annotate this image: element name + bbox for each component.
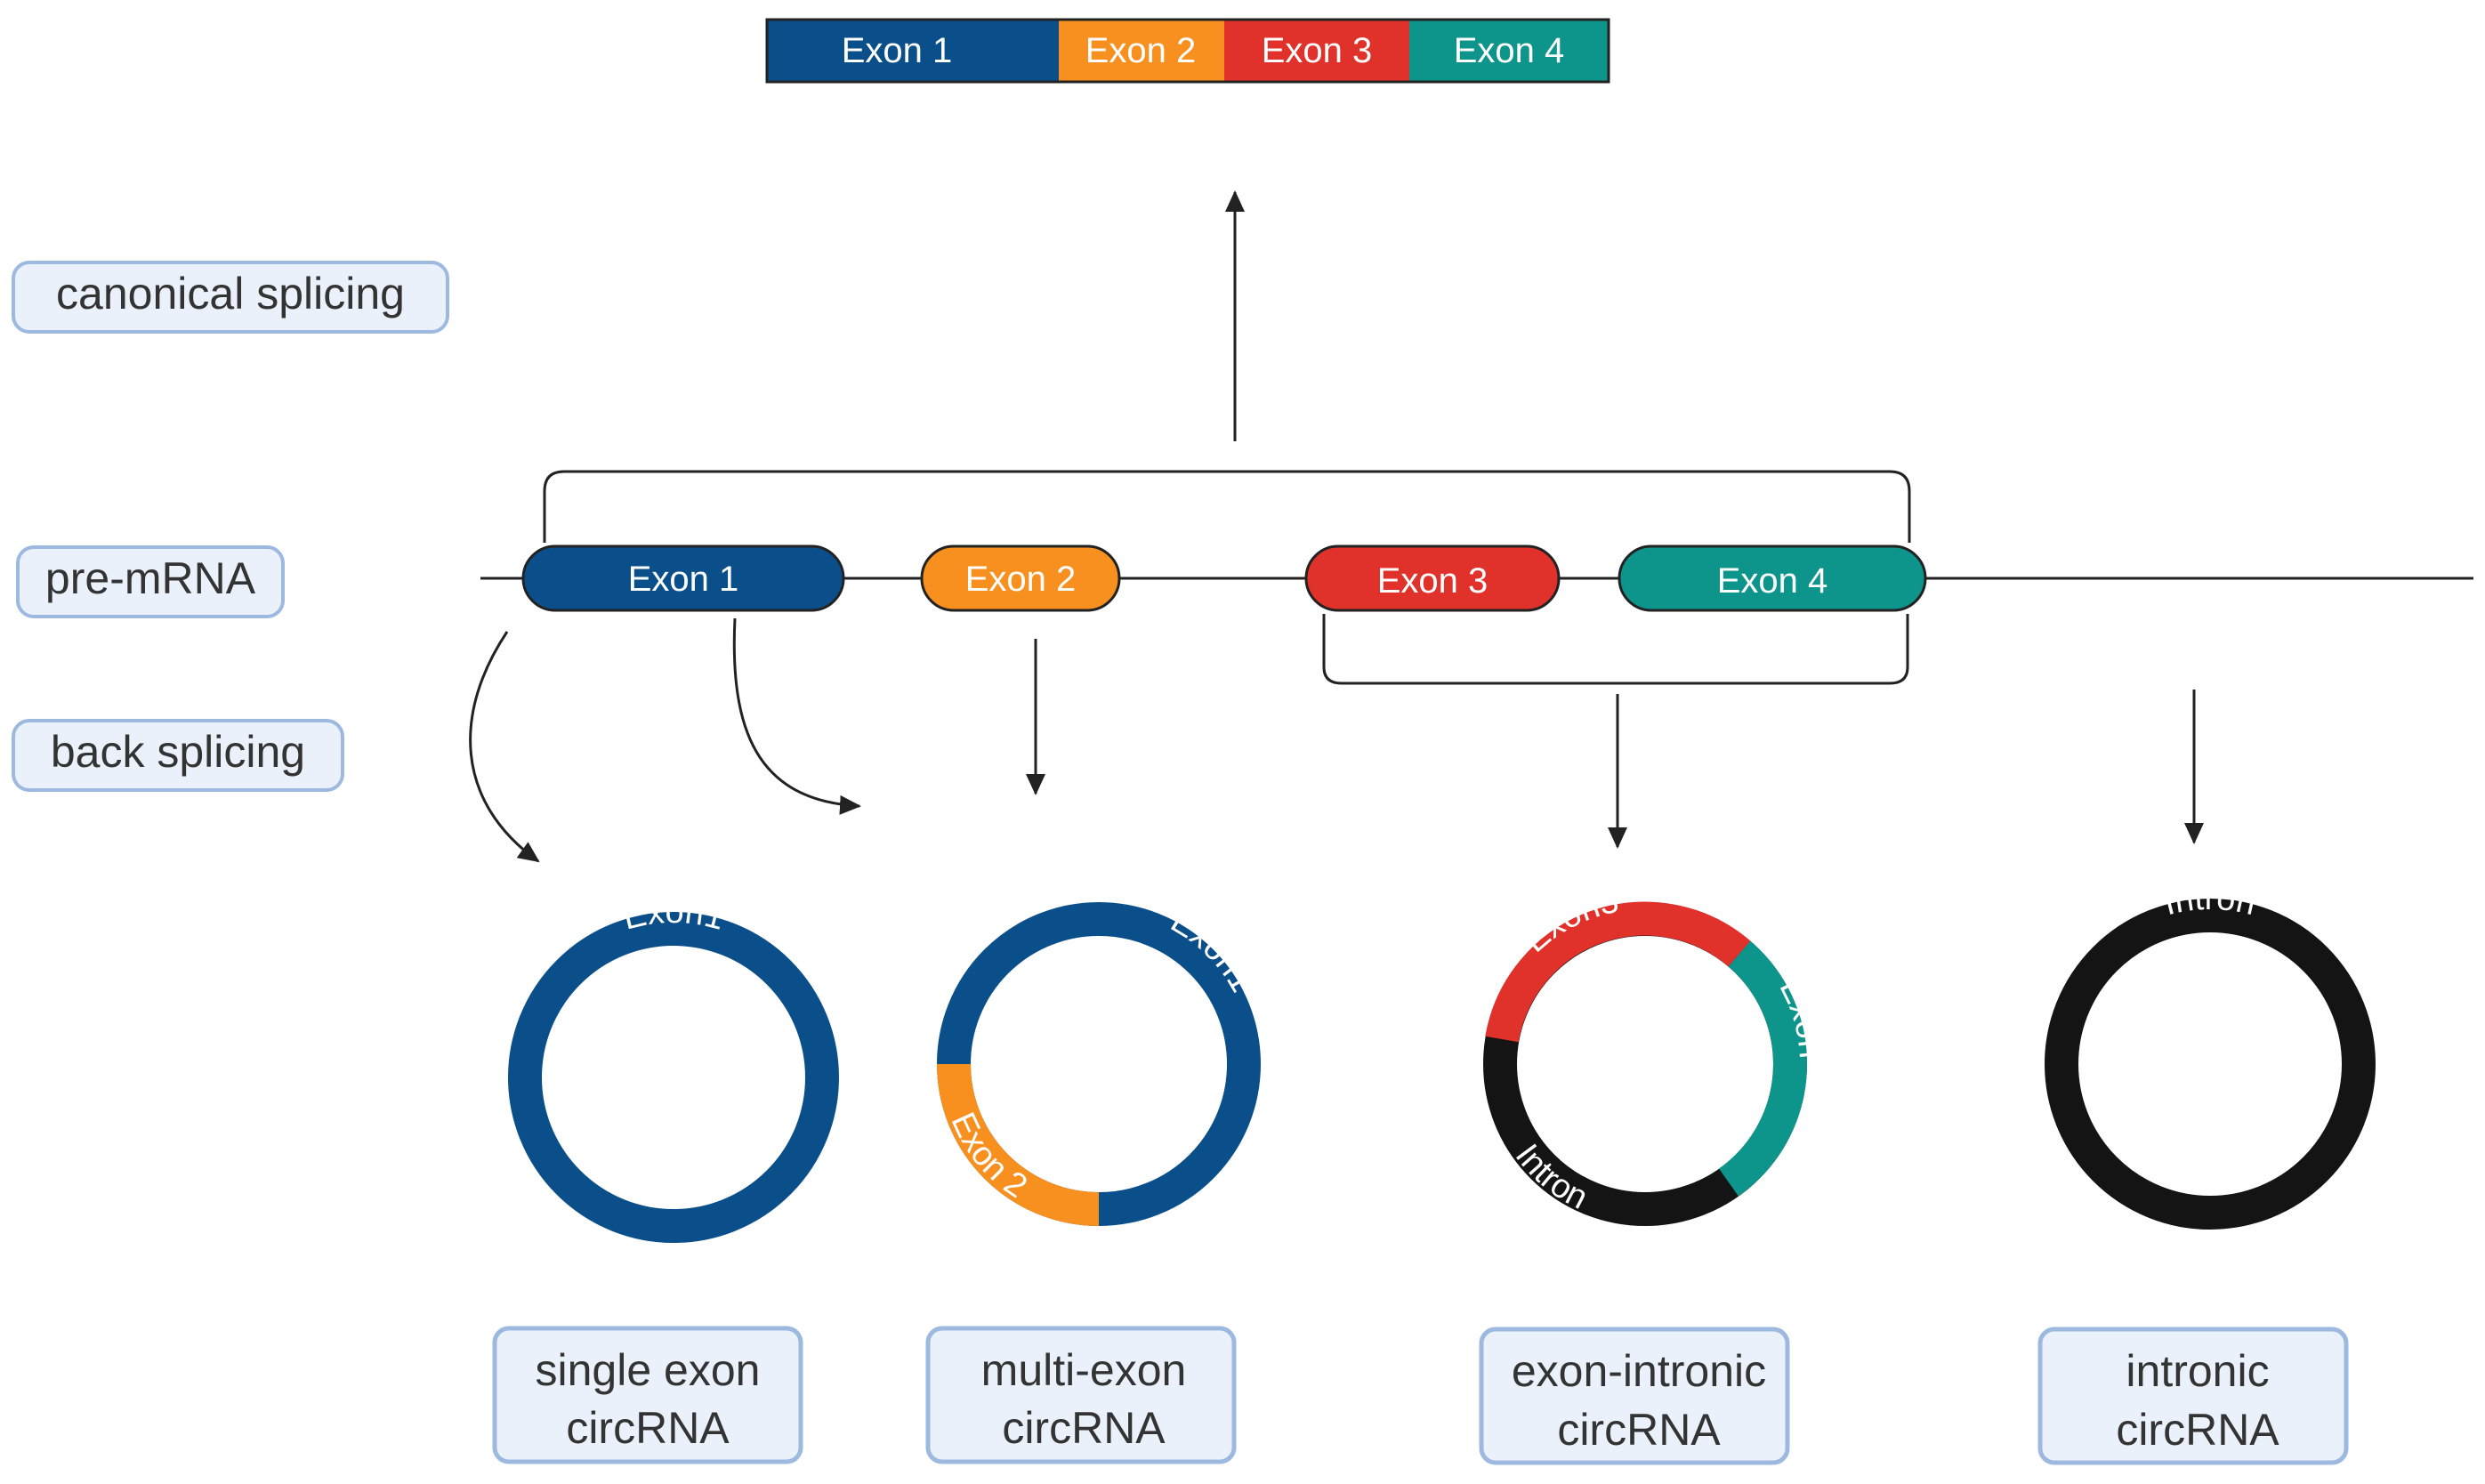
caption-intronic-box bbox=[2037, 1327, 2349, 1465]
circle-1-ring bbox=[508, 912, 839, 1243]
mature-exon-2-label: Exon 2 bbox=[1085, 31, 1197, 70]
pre-exon-1: Exon 1 bbox=[521, 544, 845, 612]
pre-exon-3-label: Exon 3 bbox=[1377, 561, 1489, 601]
label-pre-mrna-box bbox=[16, 545, 285, 618]
caption-intronic-line2: circRNA bbox=[2116, 1405, 2279, 1455]
pre-exon-3: Exon 3 bbox=[1304, 544, 1561, 612]
pre-exon-2-shape bbox=[920, 544, 1121, 612]
circle-2-arc-label-exon2-path: Exon 2 bbox=[944, 1107, 1034, 1206]
pre-exon-3-shape bbox=[1304, 544, 1561, 612]
caption-exon-intronic-line1: exon-intronic bbox=[1512, 1346, 1766, 1396]
circle-3-arc-exon3 bbox=[1485, 901, 1751, 1043]
label-canonical-splicing-box bbox=[12, 261, 449, 334]
caption-exon-intronic-box bbox=[1479, 1327, 1790, 1465]
canonical-bracket bbox=[543, 470, 1911, 543]
mature-exon-4 bbox=[1409, 20, 1609, 82]
mature-mrna-outline bbox=[765, 18, 1610, 84]
caption-single-exon-box bbox=[492, 1326, 803, 1464]
mature-exon-4-label: Exon 4 bbox=[1454, 31, 1565, 70]
mature-exon-1 bbox=[767, 20, 1059, 82]
caption-multi-exon-line1: multi-exon bbox=[981, 1345, 1187, 1395]
label-back-splicing-box bbox=[12, 719, 344, 792]
circle-intronic: Intron bbox=[2045, 880, 2376, 1230]
label-back-splicing-text: back splicing bbox=[51, 727, 305, 777]
circle-2-arc-exon2 bbox=[937, 1063, 1100, 1226]
circle-multi-exon: Exon1 Exon 2 bbox=[937, 902, 1261, 1226]
caption-single-exon-line2: circRNA bbox=[566, 1403, 730, 1453]
mature-exon-2 bbox=[1059, 20, 1224, 82]
pre-exon-4: Exon 4 bbox=[1618, 544, 1927, 612]
circle-1-arc-label-exon1: Exon1 bbox=[619, 893, 728, 938]
label-pre-mrna-text: pre-mRNA bbox=[45, 553, 256, 603]
pre-exon-4-shape bbox=[1618, 544, 1927, 612]
pre-exon-2-label: Exon 2 bbox=[965, 560, 1077, 599]
back-splicing-arrow-1 bbox=[469, 631, 540, 863]
caption-multi-exon-box bbox=[925, 1326, 1237, 1464]
caption-exon-intronic-line2: circRNA bbox=[1557, 1405, 1721, 1455]
caption-single-exon-line1: single exon bbox=[536, 1345, 761, 1395]
circle-4-arc-label-intron-path: Intron bbox=[2160, 880, 2259, 923]
label-canonical-splicing: canonical splicing bbox=[12, 261, 449, 334]
mature-mrna-bar: Exon 1 Exon 2 Exon 3 Exon 4 bbox=[765, 18, 1610, 84]
pre-exon-2: Exon 2 bbox=[920, 544, 1121, 612]
caption-multi-exon: multi-exon circRNA bbox=[925, 1326, 1237, 1464]
caption-intronic: intronic circRNA bbox=[2037, 1327, 2349, 1465]
caption-single-exon: single exon circRNA bbox=[492, 1326, 803, 1464]
caption-exon-intronic: exon-intronic circRNA bbox=[1479, 1327, 1790, 1465]
circle-4-arc-label-intron: Intron bbox=[2160, 880, 2259, 923]
mature-exon-1-label: Exon 1 bbox=[842, 31, 953, 70]
circle-1-arc-label-exon1-path: Exon1 bbox=[619, 893, 728, 938]
pre-exon-1-shape bbox=[521, 544, 845, 612]
label-back-splicing: back splicing bbox=[12, 719, 344, 792]
label-pre-mrna: pre-mRNA bbox=[16, 545, 285, 618]
circle-single-exon: Exon1 bbox=[508, 893, 839, 1243]
pre-exon-1-label: Exon 1 bbox=[628, 560, 739, 599]
pre-exon-4-label: Exon 4 bbox=[1717, 561, 1828, 601]
mature-exon-3 bbox=[1224, 20, 1409, 82]
mature-exon-3-label: Exon 3 bbox=[1262, 31, 1373, 70]
circle-2-arc-label-exon2: Exon 2 bbox=[944, 1107, 1034, 1206]
caption-multi-exon-line2: circRNA bbox=[1002, 1403, 1166, 1453]
back-splicing-arrow-2 bbox=[732, 617, 861, 815]
circle-3-arc-exon4 bbox=[1718, 940, 1807, 1197]
caption-intronic-line1: intronic bbox=[2126, 1346, 2269, 1396]
label-canonical-splicing-text: canonical splicing bbox=[56, 269, 405, 319]
circle-4-ring bbox=[2045, 899, 2376, 1230]
exon-3-4-bracket bbox=[1322, 614, 1909, 685]
